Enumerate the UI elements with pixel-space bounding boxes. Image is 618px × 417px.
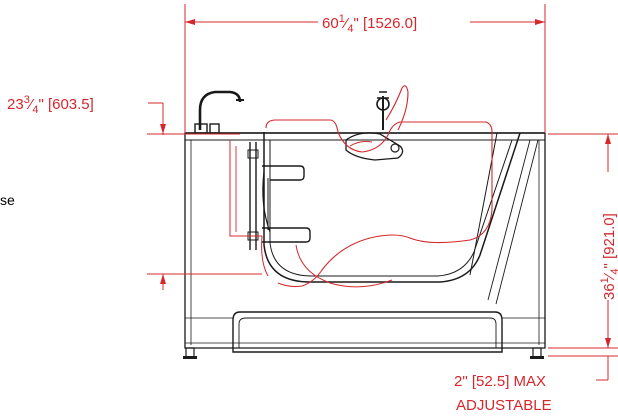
door-handle (262, 165, 305, 181)
tub-step-panel (232, 311, 503, 353)
leg-adjust-label-line1: 2" [52.5] MAX (454, 373, 546, 390)
tub-linework (183, 90, 546, 359)
seat-outline (265, 119, 493, 288)
leg-adjust-label-line2: ADJUSTABLE (456, 397, 552, 414)
truncated-side-note: se (0, 192, 15, 208)
seat-dimension-label: 233⁄4" [603.5] (7, 94, 94, 116)
width-dimension-label: 601⁄4" [1526.0] (322, 13, 417, 35)
height-dimension-label: 361⁄4" [921.0] (599, 213, 618, 300)
tub-basin-outline (263, 132, 521, 283)
faucet (198, 90, 242, 130)
dimension-lines (147, 4, 618, 381)
interior-redline (229, 85, 493, 288)
